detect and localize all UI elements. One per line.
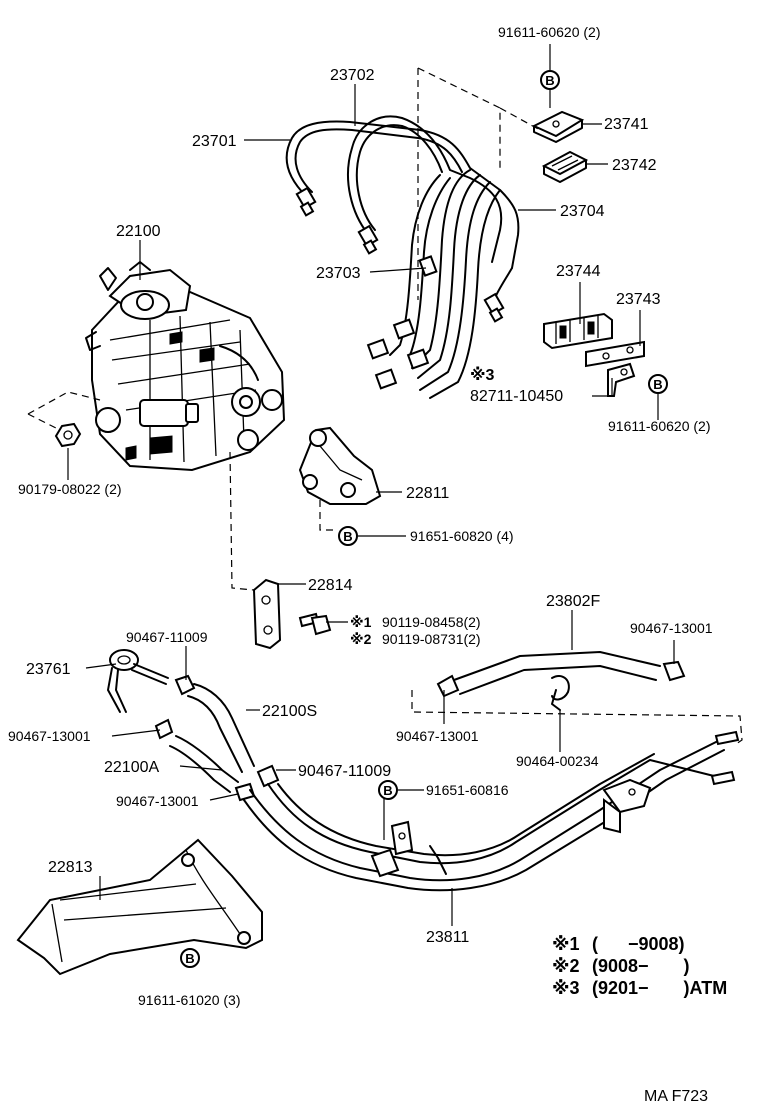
part-label: 91611-60620 (2) <box>498 24 600 40</box>
bracket-22814 <box>229 451 282 650</box>
svg-text:B: B <box>185 951 194 966</box>
part-label: 90464-00234 <box>516 753 599 769</box>
part-label: 90467-11009 <box>298 763 391 780</box>
part-label: 90119-08731(2) <box>382 631 481 647</box>
leader-lines <box>67 44 675 926</box>
svg-text:B: B <box>343 529 352 544</box>
part-label: 90467-11009 <box>126 629 208 645</box>
diagram-code: MA F723 <box>644 1088 708 1105</box>
part-label: 23743 <box>616 291 661 308</box>
part-label: 22813 <box>48 859 93 876</box>
part-label: 23704 <box>560 203 605 220</box>
part-label: 22814 <box>308 577 353 594</box>
part-label: 90467-13001 <box>8 728 91 744</box>
pump-bracket-22811 <box>298 426 382 531</box>
part-label: 82711-10450 <box>470 388 563 405</box>
legend-mark: ※1 <box>552 934 580 954</box>
pipe-clamp-23741 <box>531 110 585 143</box>
fuel-hose-23802F <box>436 651 686 698</box>
hose-clamp-90467-11009-top <box>174 674 196 696</box>
part-label: 23702 <box>330 67 375 84</box>
union-fitting-23761 <box>107 649 169 713</box>
pipe-clamp-23743 <box>585 340 645 368</box>
callout-b-icon: B <box>378 780 398 800</box>
pipe-clamp-23744 <box>543 312 613 350</box>
part-label: 23703 <box>316 265 361 282</box>
pipe-clamp-23742 <box>541 150 589 183</box>
part-label: 23802F <box>546 593 600 610</box>
cover-22813 <box>16 838 263 976</box>
nut-90179-08022 <box>54 422 82 448</box>
clip-90464-00234 <box>551 674 570 711</box>
part-label: 22100 <box>116 223 161 240</box>
part-label: 22100S <box>262 703 317 720</box>
mark-label: ※2 <box>350 631 372 647</box>
legend-range: (9201− )ATM <box>592 978 727 998</box>
callout-b-icon: B <box>180 948 200 968</box>
part-label: 23741 <box>604 116 649 133</box>
svg-text:B: B <box>383 783 392 798</box>
fuel-pipe-23811 <box>243 730 740 892</box>
part-label: 91651-60820 (4) <box>410 528 514 544</box>
part-label: 90119-08458(2) <box>382 614 481 630</box>
fuel-hose-22100S <box>187 683 255 773</box>
callout-b-icon: B <box>338 526 358 546</box>
mark-label: ※1 <box>350 614 372 630</box>
legend-mark: ※3 <box>552 978 580 998</box>
hose-clamp-90467-11009-bottom <box>256 764 280 788</box>
legend-range: ( −9008) <box>592 934 685 954</box>
part-label: 91611-60620 (2) <box>608 418 710 434</box>
part-label: 91651-60816 <box>426 782 509 798</box>
callout-b-icon: B <box>648 374 668 394</box>
fuel-hose-22100A <box>154 718 239 793</box>
part-label: 23701 <box>192 133 237 150</box>
mark-label: ※3 <box>470 366 495 384</box>
injection-pipe-set <box>285 67 541 399</box>
applicability-legend: ※1 ( −9008) ※2 (9008− ) ※3 (9201− )ATM <box>552 934 727 998</box>
part-label: 23744 <box>556 263 601 280</box>
part-label: 90467-13001 <box>630 620 713 636</box>
svg-text:B: B <box>653 377 662 392</box>
part-label: 23742 <box>612 157 657 174</box>
part-label: 22100A <box>104 759 159 776</box>
legend-mark: ※2 <box>552 956 580 976</box>
part-label: 22811 <box>406 485 449 502</box>
part-label: 23761 <box>26 661 71 678</box>
svg-text:B: B <box>545 73 554 88</box>
part-label: 90467-13001 <box>116 793 199 809</box>
bolt-90119 <box>298 612 332 636</box>
part-label: 90179-08022 (2) <box>18 481 122 497</box>
part-label: 23811 <box>426 929 469 946</box>
callout-b-icon: B <box>540 70 560 90</box>
injection-pump-22100 <box>27 261 286 472</box>
legend-range: (9008− ) <box>592 956 690 976</box>
part-label: 91611-61020 (3) <box>138 992 240 1008</box>
part-label: 90467-13001 <box>396 728 479 744</box>
